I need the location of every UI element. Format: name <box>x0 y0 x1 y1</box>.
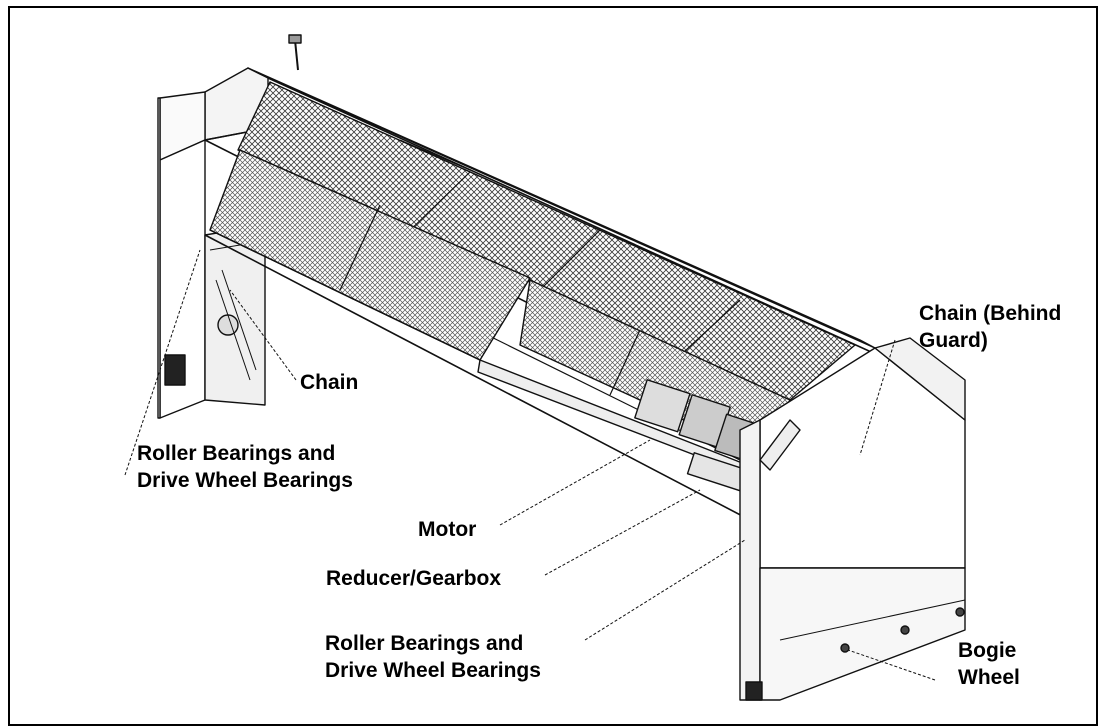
leader-roller-bottom <box>584 539 746 641</box>
label-chain: Chain <box>300 371 359 394</box>
leader-chain <box>229 289 297 381</box>
right-end-housing <box>739 337 966 701</box>
motor-assembly <box>634 379 756 492</box>
label-roller-bearings-bottom: Roller Bearings and Drive Wheel Bearings <box>325 632 541 682</box>
leader-reducer <box>544 489 701 576</box>
conveyor-diagram: Chain Chain (Behind Guard) Roller Bearin… <box>8 6 1098 726</box>
leader-bogie <box>847 649 936 681</box>
label-reducer-gearbox: Reducer/Gearbox <box>326 567 502 590</box>
label-motor: Motor <box>418 518 477 541</box>
leader-chain-behind-guard <box>859 339 896 456</box>
label-roller-bearings-left: Roller Bearings and Drive Wheel Bearings <box>137 442 353 492</box>
leader-motor <box>499 439 651 526</box>
left-end-housing <box>157 67 269 419</box>
conveyor-machine-drawing <box>124 34 966 701</box>
label-bogie-wheel: Bogie Wheel <box>958 639 1020 689</box>
leader-roller-left <box>124 249 201 476</box>
label-chain-behind-guard: Chain (Behind Guard) <box>919 302 1062 352</box>
